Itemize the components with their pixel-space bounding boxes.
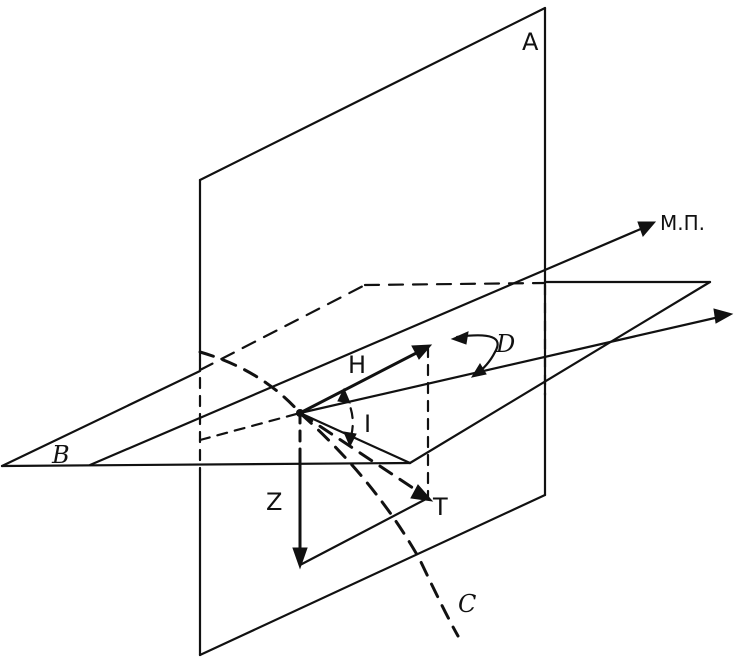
plane-b-left-edge-hidden — [198, 283, 367, 372]
inclination-arrowhead-bottom — [343, 431, 357, 448]
inclination-arrowhead-top — [337, 387, 351, 404]
declination-arrowhead-top — [450, 331, 469, 345]
label-c: C — [458, 590, 476, 618]
plane-intersection-hidden — [198, 411, 302, 442]
h-vector-line — [298, 345, 430, 415]
magnetic-meridian-line — [88, 221, 657, 467]
horizontal-plane-b — [0, 280, 712, 468]
plane-a-bottom-edge — [198, 493, 547, 657]
meridian-arrowhead — [637, 221, 657, 237]
label-d: D — [495, 330, 515, 358]
label-plane-a: A — [522, 28, 539, 56]
horizontal-component-vector — [298, 344, 433, 415]
declination-angle — [450, 331, 499, 378]
label-i: I — [364, 410, 371, 438]
h-vector-arrowhead — [411, 344, 433, 360]
plane-b-left-upper-edge — [0, 369, 202, 468]
declination-arrowhead-bottom — [470, 363, 487, 378]
geographic-axis — [298, 313, 730, 415]
plane-b-inner-segment — [298, 411, 412, 465]
plane-b-right-front-edge — [408, 280, 712, 465]
origin-point — [296, 409, 304, 417]
vertical-plane-a — [198, 6, 547, 657]
vertical-component-vector — [292, 411, 308, 570]
label-z: Z — [266, 488, 282, 516]
total-field-vector — [298, 411, 434, 502]
t-vector-line — [298, 411, 430, 500]
geographic-arrowhead — [713, 308, 734, 324]
plane-a-top-edge — [198, 6, 547, 182]
projection-line-bottom — [298, 496, 430, 567]
z-vector-arrowhead — [292, 547, 308, 570]
label-plane-b: B — [51, 441, 70, 469]
label-t: T — [432, 493, 448, 521]
inclination-angle — [337, 387, 357, 448]
geographic-north-line — [298, 308, 734, 415]
magnetic-meridian-axis — [88, 223, 652, 467]
t-vector-arrowhead — [410, 484, 434, 502]
plane-b-back-edge-hidden — [363, 281, 547, 287]
label-magnetic-meridian: М.П. — [660, 211, 705, 235]
label-h: H — [348, 351, 366, 379]
plane-b-front-edge — [0, 461, 412, 468]
